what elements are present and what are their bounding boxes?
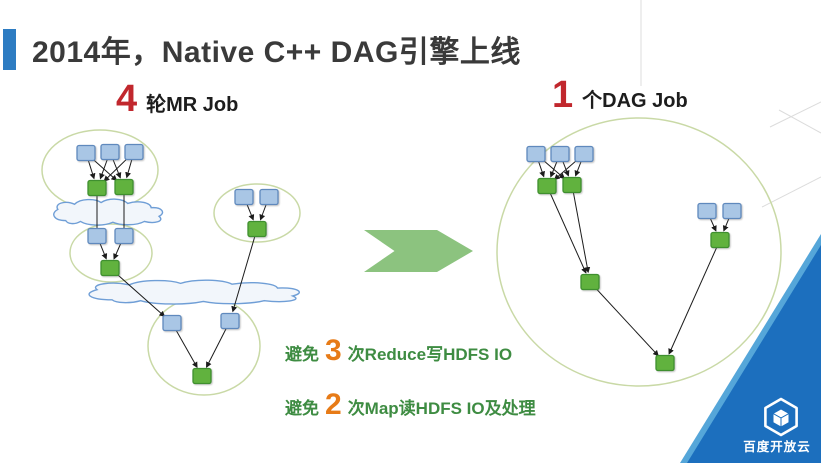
reduce-node: [100, 259, 120, 277]
dag-edge: [722, 210, 733, 232]
slide-title: 2014年，Native C++ DAG引擎上线: [32, 36, 521, 69]
dag-edge: [259, 196, 270, 221]
dag-edge: [571, 184, 591, 274]
dag-edge: [103, 151, 135, 182]
avoid-map-count: 2: [325, 388, 342, 421]
reduce-node: [562, 176, 582, 194]
decor-line: [778, 109, 821, 134]
dag-edge: [99, 151, 111, 180]
dag-edge: [125, 151, 135, 179]
reduce-node: [114, 178, 134, 196]
reduce-node: [537, 177, 557, 195]
job-group-outline: [41, 129, 159, 211]
dag-edge: [574, 153, 585, 177]
dag-edge: [231, 228, 258, 313]
dag-edge: [535, 153, 545, 178]
map-node: [722, 202, 742, 220]
map-node: [162, 314, 182, 332]
dag-edge: [535, 153, 566, 180]
dag-edge: [549, 153, 561, 178]
map-node: [124, 143, 144, 161]
job-group-outline: [69, 223, 153, 283]
title-row: 2014年，Native C++ DAG引擎上线: [3, 27, 521, 71]
map-node: [550, 145, 570, 163]
avoid-reduce-io-annotation: 避免 3 次Reduce写HDFS IO: [285, 336, 512, 366]
dag-edge: [85, 152, 118, 181]
decor-line: [769, 101, 821, 128]
map-node: [100, 143, 120, 161]
dag-edge: [668, 239, 721, 355]
dag-edge: [113, 235, 125, 260]
avoid-reduce-text: 次Reduce写HDFS IO: [347, 345, 513, 364]
map-node: [76, 144, 96, 162]
avoid-map-io-annotation: 避免 2 次Map读HDFS IO及处理: [285, 390, 536, 420]
mr-job-count-text: 轮MR Job: [146, 94, 239, 116]
transform-arrow-shape: [364, 230, 473, 272]
reduce-node: [580, 273, 600, 291]
map-node: [526, 145, 546, 163]
reduce-node: [87, 179, 107, 197]
hdfs-cloud: [89, 280, 299, 304]
dag-job-count-label: 1 个DAG Job: [552, 76, 688, 114]
job-group-outline: [213, 183, 301, 243]
reduce-node: [192, 367, 212, 385]
dag-edge: [589, 281, 659, 357]
dag-edge: [109, 151, 122, 179]
dag-edge: [553, 153, 585, 181]
map-node: [234, 188, 254, 206]
reduce-node: [710, 231, 730, 249]
map-node: [697, 202, 717, 220]
reduce-node: [247, 220, 267, 238]
dag-edge: [243, 196, 255, 221]
dag-job-count-number: 1: [552, 74, 574, 116]
title-accent-bar: [3, 28, 16, 70]
job-group-outline: [496, 117, 782, 387]
avoid-reduce-count: 3: [325, 334, 342, 367]
job-group-outline: [147, 296, 261, 396]
brand-name: 百度开放云: [743, 440, 811, 454]
dag-edge: [206, 320, 231, 368]
avoid-map-text: 次Map读HDFS IO及处理: [347, 399, 536, 418]
dag-edge: [171, 322, 198, 369]
reduce-node: [655, 354, 675, 372]
dag-edge: [109, 267, 166, 318]
avoid-prefix: 避免: [285, 399, 319, 418]
mr-job-count-label: 4 轮MR Job: [116, 80, 238, 118]
baidu-cloud-cube-icon: [764, 397, 798, 437]
map-node: [114, 227, 134, 245]
dag-edge: [546, 185, 587, 274]
dag-edge: [85, 152, 96, 180]
map-node: [259, 188, 279, 206]
decor-line: [761, 176, 821, 208]
dag-edge: [96, 235, 108, 260]
avoid-prefix: 避免: [285, 345, 319, 364]
map-node: [220, 312, 240, 330]
dag-job-count-text: 个DAG Job: [582, 90, 688, 112]
map-node: [87, 227, 107, 245]
hdfs-cloud: [54, 199, 163, 225]
mr-job-count-number: 4: [116, 78, 138, 120]
map-node: [574, 145, 594, 163]
dag-edge: [706, 210, 717, 232]
dag-edge: [559, 153, 570, 177]
